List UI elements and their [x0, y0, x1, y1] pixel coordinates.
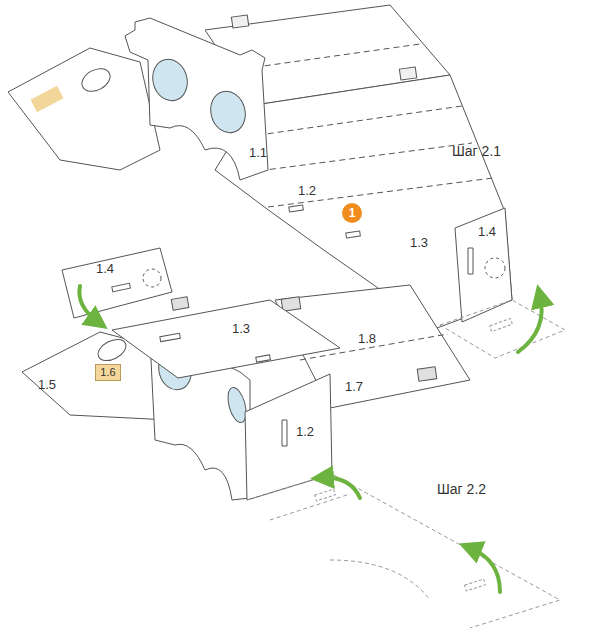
callout-number: 1: [342, 203, 362, 223]
step-title: Шаг 2.2: [437, 482, 486, 496]
panel-number: 1.1: [249, 146, 267, 159]
panel-number: 1.7: [345, 380, 363, 393]
node-text: 1: [349, 207, 356, 219]
node-text: 1.6: [100, 367, 115, 378]
panel-number: 1.3: [410, 236, 428, 249]
panel-number: 1.2: [298, 184, 316, 197]
panel-number: 1.4: [478, 225, 496, 238]
panel-number: 1.3: [232, 322, 250, 335]
panel-number: 1.2: [296, 425, 314, 438]
panel-number: 1.8: [358, 332, 376, 345]
panel-number: 1.4: [96, 262, 114, 275]
panel-number: 1.5: [38, 378, 56, 391]
tape-tab: 1.6: [95, 364, 120, 381]
step-title: Шаг 2.1: [452, 144, 501, 158]
